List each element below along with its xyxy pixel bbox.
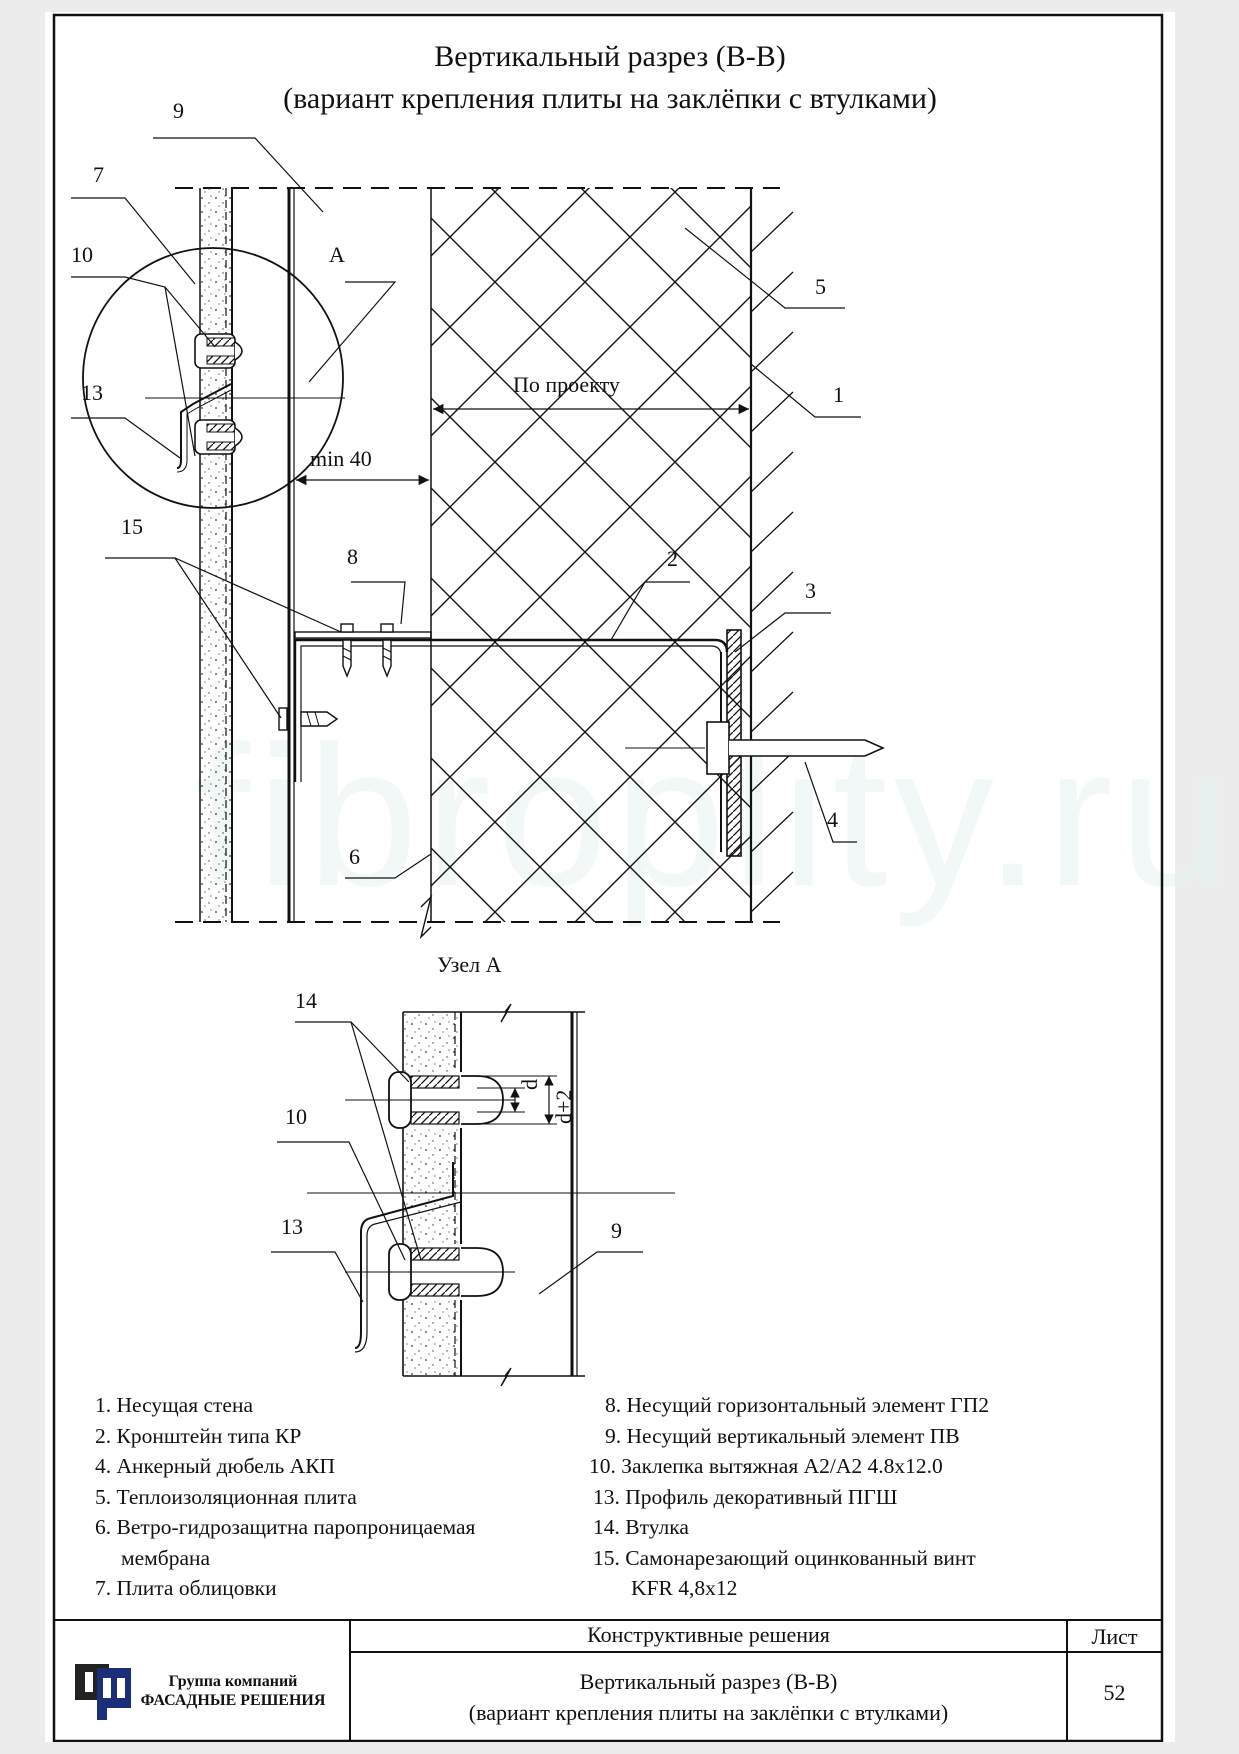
label-1: 1 (833, 382, 844, 407)
drawing-sheet: fibroplity.ru (45, 12, 1230, 1742)
legend-item: 8. Несущий горизонтальный элемент ГП2 (605, 1393, 989, 1417)
dimension-label-min40: min 40 (310, 446, 372, 471)
sheet-frame (52, 13, 1164, 1742)
legend-left: 1. Несущая стена 2. Кронштейн типа КР 4.… (95, 1390, 475, 1604)
label-4: 4 (827, 807, 838, 832)
label-6: 6 (349, 844, 360, 869)
label-3: 3 (805, 578, 816, 603)
legend-item: 5. Теплоизоляционная плита (95, 1484, 357, 1509)
label-7: 7 (93, 162, 104, 187)
drawing-subtitle: (вариант крепления плиты на заклёпки с в… (283, 82, 937, 115)
vertical-profile (287, 188, 295, 922)
company-name: Группа компаний ФАСАДНЫЕ РЕШЕНИЯ (140, 1673, 326, 1709)
detail-callout-circle (82, 247, 345, 509)
legend-item: 14. Втулка (593, 1515, 689, 1539)
label-5: 5 (815, 274, 826, 299)
detail-label-14: 14 (295, 988, 317, 1013)
dimension-label-project: По проекту (513, 372, 620, 397)
label-8: 8 (347, 544, 358, 569)
sheet-number: 52 (1103, 1680, 1126, 1705)
label-13: 13 (81, 380, 103, 405)
legend-item: 7. Плита облицовки (95, 1576, 277, 1600)
bearing-wall (750, 211, 794, 913)
legend-item: KFR 4,8х12 (631, 1576, 738, 1600)
drawing-title: Вертикальный разрез (В-В) (434, 40, 786, 73)
sheet-label: Лист (1091, 1624, 1138, 1649)
detail-node-a (271, 1003, 675, 1387)
leader-lines (71, 137, 861, 879)
detail-title: Узел А (437, 952, 502, 977)
technical-drawing (52, 13, 1164, 1742)
label-15: 15 (121, 514, 143, 539)
legend-item: 6. Ветро-гидрозащитна паропроницаемая (95, 1515, 476, 1539)
legend-item: мембрана (121, 1545, 211, 1570)
label-A: A (329, 242, 345, 267)
section-name: Конструктивные решения (587, 1622, 830, 1647)
company-logo-icon (75, 1664, 131, 1720)
legend-item: 4. Анкерный дюбель АКП (95, 1454, 336, 1478)
dimension-label-d: d (517, 1079, 542, 1090)
self-tapping-screws (278, 623, 394, 731)
legend-item: 15. Самонарезающий оцинкованный винт (593, 1545, 976, 1570)
legend-item: 1. Несущая стена (95, 1393, 254, 1417)
detail-label-10: 10 (285, 1104, 307, 1129)
insulation (431, 188, 751, 922)
label-2: 2 (667, 546, 678, 571)
legend-item: 10. Заклепка вытяжная А2/А2 4.8х12.0 (589, 1454, 943, 1478)
title-block-lines (54, 1619, 1162, 1741)
legend-item: 13. Профиль декоративный ПГШ (593, 1484, 898, 1509)
legend-right: 8. Несущий горизонтальный элемент ГП2 9.… (589, 1390, 989, 1604)
dimension-label-d2: d+2 (551, 1089, 576, 1124)
legend-item: 9. Несущий вертикальный элемент ПВ (605, 1423, 960, 1448)
title-block-name: Вертикальный разрез (В-В) (вариант крепл… (468, 1669, 949, 1725)
anchor-dowel (625, 721, 885, 775)
legend-item: 2. Кронштейн типа КР (95, 1423, 302, 1448)
detail-label-9: 9 (611, 1218, 622, 1243)
label-10: 10 (71, 242, 93, 267)
detail-label-13: 13 (281, 1214, 303, 1239)
cladding-panel (199, 188, 233, 922)
label-9: 9 (173, 98, 184, 123)
main-section (71, 137, 885, 940)
